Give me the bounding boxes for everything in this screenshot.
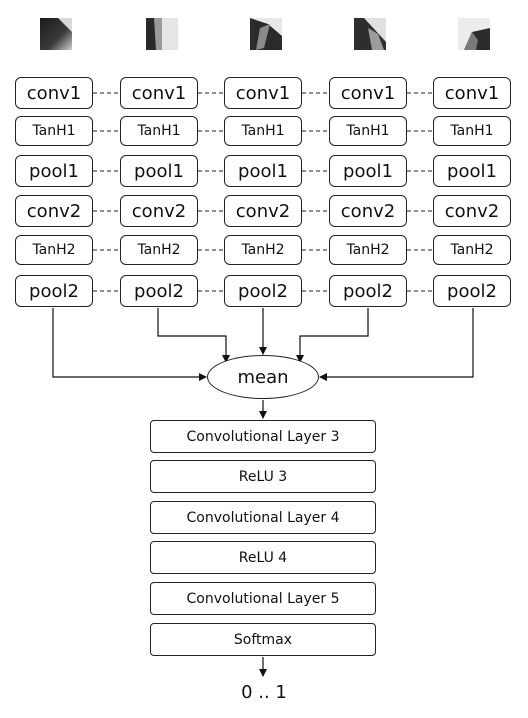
- pool1-box-col3: pool1: [224, 155, 302, 187]
- conv2-box-col1: conv2: [15, 195, 93, 227]
- conv3-box: Convolutional Layer 3: [150, 420, 376, 453]
- tanh2-box-col1: TanH2: [15, 235, 93, 265]
- conv2-box-col2: conv2: [120, 195, 198, 227]
- pool2-box-col3: pool2: [224, 275, 302, 307]
- softmax-box: Softmax: [150, 623, 376, 656]
- mean-node: mean: [207, 355, 319, 399]
- output-range-label: 0 .. 1: [241, 682, 287, 703]
- input-patch-4: [354, 18, 386, 50]
- conv1-box-col2: conv1: [120, 77, 198, 109]
- conv2-box-col5: conv2: [433, 195, 511, 227]
- tanh1-box-col3: TanH1: [224, 116, 302, 146]
- pool1-box-col2: pool1: [120, 155, 198, 187]
- tanh1-box-col5: TanH1: [433, 116, 511, 146]
- conv1-box-col4: conv1: [329, 77, 407, 109]
- pool2-box-col1: pool2: [15, 275, 93, 307]
- tanh2-box-col4: TanH2: [329, 235, 407, 265]
- tanh1-box-col1: TanH1: [15, 116, 93, 146]
- tanh1-box-col4: TanH1: [329, 116, 407, 146]
- pool2-box-col2: pool2: [120, 275, 198, 307]
- pool2-box-col5: pool2: [433, 275, 511, 307]
- pool2-box-col4: pool2: [329, 275, 407, 307]
- pool1-box-col5: pool1: [433, 155, 511, 187]
- conv2-box-col3: conv2: [224, 195, 302, 227]
- tanh2-box-col2: TanH2: [120, 235, 198, 265]
- relu3-box: ReLU 3: [150, 460, 376, 493]
- conv1-box-col3: conv1: [224, 77, 302, 109]
- conv1-box-col1: conv1: [15, 77, 93, 109]
- pool1-box-col4: pool1: [329, 155, 407, 187]
- tanh1-box-col2: TanH1: [120, 116, 198, 146]
- conv4-box: Convolutional Layer 4: [150, 501, 376, 534]
- tanh2-box-col5: TanH2: [433, 235, 511, 265]
- input-patch-3: [250, 18, 282, 50]
- input-patch-2: [146, 18, 178, 50]
- input-patch-1: [40, 18, 72, 50]
- conv2-box-col4: conv2: [329, 195, 407, 227]
- relu4-box: ReLU 4: [150, 541, 376, 574]
- conv1-box-col5: conv1: [433, 77, 511, 109]
- tanh2-box-col3: TanH2: [224, 235, 302, 265]
- input-patch-5: [458, 18, 490, 50]
- conv5-box: Convolutional Layer 5: [150, 582, 376, 615]
- pool1-box-col1: pool1: [15, 155, 93, 187]
